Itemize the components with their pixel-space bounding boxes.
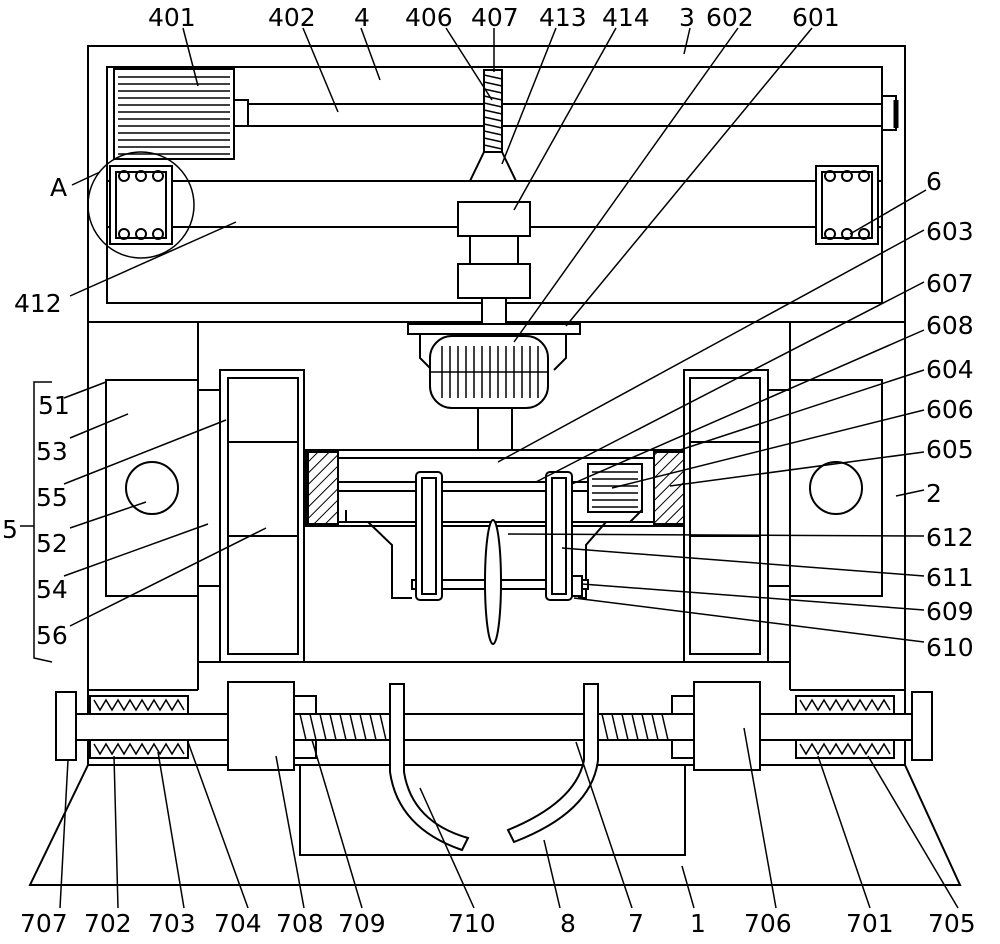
label-708: 708 (276, 909, 324, 938)
label-607: 607 (926, 269, 974, 298)
slider-414 (457, 201, 531, 237)
pulley-left (415, 471, 443, 601)
label-52: 52 (36, 529, 68, 558)
label-612: 612 (926, 523, 974, 552)
label-53: 53 (36, 437, 68, 466)
label-407: 407 (471, 3, 519, 32)
key-609 (571, 575, 583, 597)
label-51: 51 (38, 391, 70, 420)
right-cylinder (789, 379, 883, 597)
label-608: 608 (926, 311, 974, 340)
label-604: 604 (926, 355, 974, 384)
pulley-611 (545, 471, 573, 601)
label-3: 3 (679, 3, 695, 32)
label-5: 5 (2, 515, 18, 544)
saw-blade (484, 519, 502, 645)
label-701: 701 (846, 909, 894, 938)
label-704: 704 (214, 909, 262, 938)
label-706: 706 (744, 909, 792, 938)
left-clamp (105, 369, 305, 663)
label-603: 603 (926, 217, 974, 246)
label-2: 2 (926, 479, 942, 508)
cone-413 (468, 151, 518, 182)
label-402: 402 (268, 3, 316, 32)
label-702: 702 (84, 909, 132, 938)
lower-screw-assembly (55, 681, 933, 852)
left-clamp-plate-56 (219, 369, 305, 663)
gear-teeth (430, 346, 548, 398)
thread-left-709 (299, 713, 387, 741)
right-clamp-plate (683, 369, 769, 663)
screw-shaft-402 (247, 103, 883, 127)
label-54: 54 (36, 575, 68, 604)
label-55: 55 (36, 483, 68, 512)
right-bearing (815, 165, 879, 245)
leader-lines (20, 27, 959, 909)
curved-clamp-7 (506, 683, 599, 844)
screw-rod-706 (75, 713, 913, 741)
label-609: 609 (926, 597, 974, 626)
label-8: 8 (560, 909, 576, 938)
label-601: 601 (792, 3, 840, 32)
hatch-left (307, 451, 339, 525)
left-bearing (109, 165, 173, 245)
hatch-605 (653, 451, 685, 525)
nut-right (693, 681, 761, 771)
thread-right (601, 713, 669, 741)
label-606: 606 (926, 395, 974, 424)
right-knob (911, 691, 933, 761)
left-hole-52 (125, 461, 179, 515)
motor-fins (118, 76, 230, 155)
label-6: 6 (926, 167, 942, 196)
label-7: 7 (628, 909, 644, 938)
right-hole (809, 461, 863, 515)
label-703: 703 (148, 909, 196, 938)
label-605: 605 (926, 435, 974, 464)
label-710: 710 (448, 909, 496, 938)
center-head (305, 323, 687, 645)
label-56: 56 (36, 621, 68, 650)
label-413: 413 (539, 3, 587, 32)
label-414: 414 (602, 3, 650, 32)
label-611: 611 (926, 563, 974, 592)
rod-thread (483, 74, 503, 150)
left-knob-707 (55, 691, 77, 761)
detail-circle-a (87, 151, 195, 259)
top-housing (87, 45, 906, 325)
label-401: 401 (148, 3, 196, 32)
base-platform (28, 764, 962, 886)
base-block-8 (299, 764, 686, 856)
label-709: 709 (338, 909, 386, 938)
label-412: 412 (14, 289, 62, 318)
left-cylinder-53 (105, 379, 199, 597)
label-610: 610 (926, 633, 974, 662)
nut-708 (227, 681, 295, 771)
label-1: 1 (690, 909, 706, 938)
curved-clamp-710 (389, 683, 470, 852)
right-clamp (683, 369, 883, 663)
label-406: 406 (405, 3, 453, 32)
label-4: 4 (354, 3, 370, 32)
label-707: 707 (20, 909, 68, 938)
label-a: A (50, 173, 67, 202)
plate-601 (407, 323, 581, 335)
label-705: 705 (928, 909, 976, 938)
part-labels: 401 402 4 406 407 413 414 3 602 601 A 6 … (2, 3, 976, 938)
motor-401 (113, 68, 235, 160)
label-602: 602 (706, 3, 754, 32)
